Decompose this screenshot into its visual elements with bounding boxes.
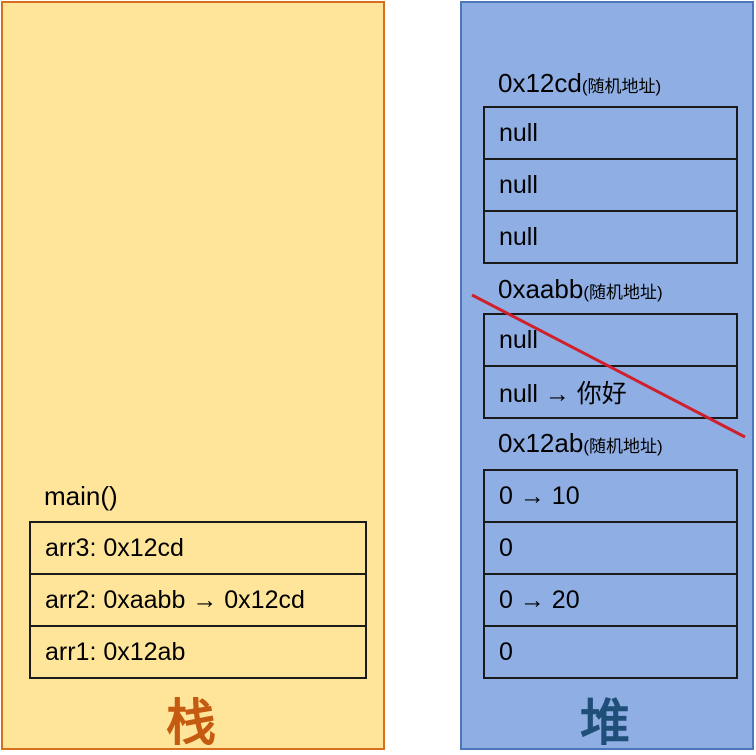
heap-cell: null → 你好 — [483, 365, 738, 419]
stack-row-arr2: arr2: 0xaabb → 0x12cd — [29, 573, 367, 627]
stack-title: 栈 — [166, 694, 216, 752]
heap-cell: 0 — [483, 521, 738, 575]
stack-frame-label: main() — [44, 481, 118, 511]
heap-cell: 0 — [483, 625, 738, 679]
heap-address-text: 0x12cd — [498, 68, 582, 98]
heap-cell: 0 → 10 — [483, 469, 738, 523]
heap-address-text: 0x12ab — [498, 428, 584, 458]
heap-cell: null — [483, 313, 738, 367]
heap-cell: null — [483, 210, 738, 264]
heap-block-address: 0xaabb(随机地址) — [498, 274, 663, 305]
heap-title: 堆 — [580, 694, 630, 752]
stack-row-arr3: arr3: 0x12cd — [29, 521, 367, 575]
heap-cell: 0 → 20 — [483, 573, 738, 627]
stack-row-arr1: arr1: 0x12ab — [29, 625, 367, 679]
heap-address-note: (随机地址) — [583, 437, 663, 456]
heap-address-note: (随机地址) — [581, 77, 662, 96]
heap-cell: null — [483, 158, 738, 212]
heap-block-address: 0x12ab(随机地址) — [498, 428, 663, 459]
heap-address-text: 0xaabb — [498, 274, 584, 304]
heap-cell: null — [483, 106, 738, 160]
heap-address-note: (随机地址) — [583, 283, 663, 302]
heap-block-address: 0x12cd(随机地址) — [498, 68, 661, 99]
